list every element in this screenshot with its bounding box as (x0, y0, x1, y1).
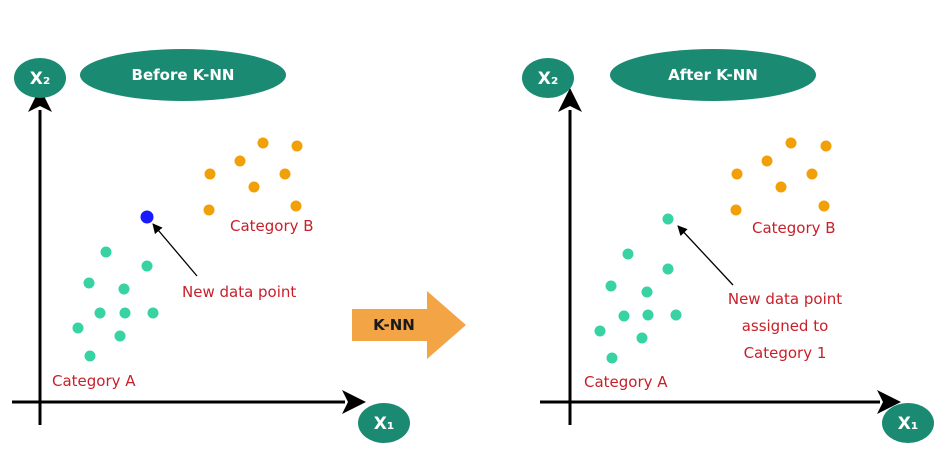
category-b-point (234, 155, 246, 167)
category-a-point (72, 322, 84, 334)
before-category-a-label: Category A (52, 372, 136, 390)
after-category-b-points (730, 137, 832, 216)
category-a-point (606, 352, 618, 364)
category-a-point (641, 286, 653, 298)
category-b-point (203, 204, 215, 216)
category-a-point (636, 332, 648, 344)
before-annotation-arrow (152, 223, 198, 277)
before-category-b-label: Category B (230, 217, 314, 235)
before-x-axis-arrowhead (342, 390, 366, 414)
category-b-point (291, 140, 303, 152)
before-x2-label: X₂ (30, 69, 51, 89)
category-b-point (761, 155, 773, 167)
before-x1-label: X₁ (374, 414, 395, 434)
after-x1-label: X₁ (898, 414, 919, 434)
category-a-point (642, 309, 654, 321)
category-a-point (119, 307, 131, 319)
knn-arrow-label: K-NN (373, 316, 415, 334)
before-panel: X₂ X₁ Before K-NN (12, 49, 410, 443)
before-x2-badge: X₂ (14, 58, 66, 98)
before-title: Before K-NN (132, 66, 235, 84)
category-b-point (785, 137, 797, 149)
knn-transition-arrow: K-NN (352, 291, 466, 359)
category-b-point (204, 168, 216, 180)
category-a-point (662, 263, 674, 275)
after-y-axis-arrowhead (558, 88, 582, 112)
before-title-pill: Before K-NN (80, 49, 286, 101)
category-a-point (605, 280, 617, 292)
category-b-point (775, 181, 787, 193)
after-panel: X₂ X₁ After K-NN (522, 49, 934, 443)
after-category-b-label: Category B (752, 219, 836, 237)
before-category-a-points (72, 246, 159, 362)
before-y-axis-arrowhead (28, 88, 52, 112)
category-a-point (618, 310, 630, 322)
after-x-axis-arrowhead (877, 390, 901, 414)
before-annotation-line: New data point (182, 283, 296, 301)
category-a-point (622, 248, 634, 260)
after-title: After K-NN (668, 66, 758, 84)
after-annotation-line: New data point (728, 290, 842, 308)
category-b-point (818, 200, 830, 212)
category-a-point (100, 246, 112, 258)
category-b-point (731, 168, 743, 180)
category-a-point (114, 330, 126, 342)
category-a-point (118, 283, 130, 295)
category-a-point (594, 325, 606, 337)
after-new-data-point (662, 213, 674, 225)
category-a-point (670, 309, 682, 321)
category-a-point (147, 307, 159, 319)
category-b-point (730, 204, 742, 216)
category-b-point (279, 168, 291, 180)
after-category-a-label: Category A (584, 373, 668, 391)
category-b-point (820, 140, 832, 152)
after-annotation-arrow (677, 225, 734, 286)
after-title-pill: After K-NN (610, 49, 816, 101)
after-x2-label: X₂ (538, 69, 559, 89)
category-a-point (83, 277, 95, 289)
before-x1-badge: X₁ (358, 403, 410, 443)
category-a-point (141, 260, 153, 272)
category-b-point (806, 168, 818, 180)
category-b-point (257, 137, 269, 149)
category-a-point (94, 307, 106, 319)
before-category-b-points (203, 137, 303, 216)
category-b-point (290, 200, 302, 212)
before-new-data-point (140, 210, 154, 224)
category-b-point (248, 181, 260, 193)
category-a-point (84, 350, 96, 362)
after-category-a-points (594, 248, 682, 364)
after-x2-badge: X₂ (522, 58, 574, 98)
after-annotation-line: assigned to (742, 317, 829, 335)
after-annotation-line: Category 1 (744, 344, 827, 362)
after-x1-badge: X₁ (882, 403, 934, 443)
